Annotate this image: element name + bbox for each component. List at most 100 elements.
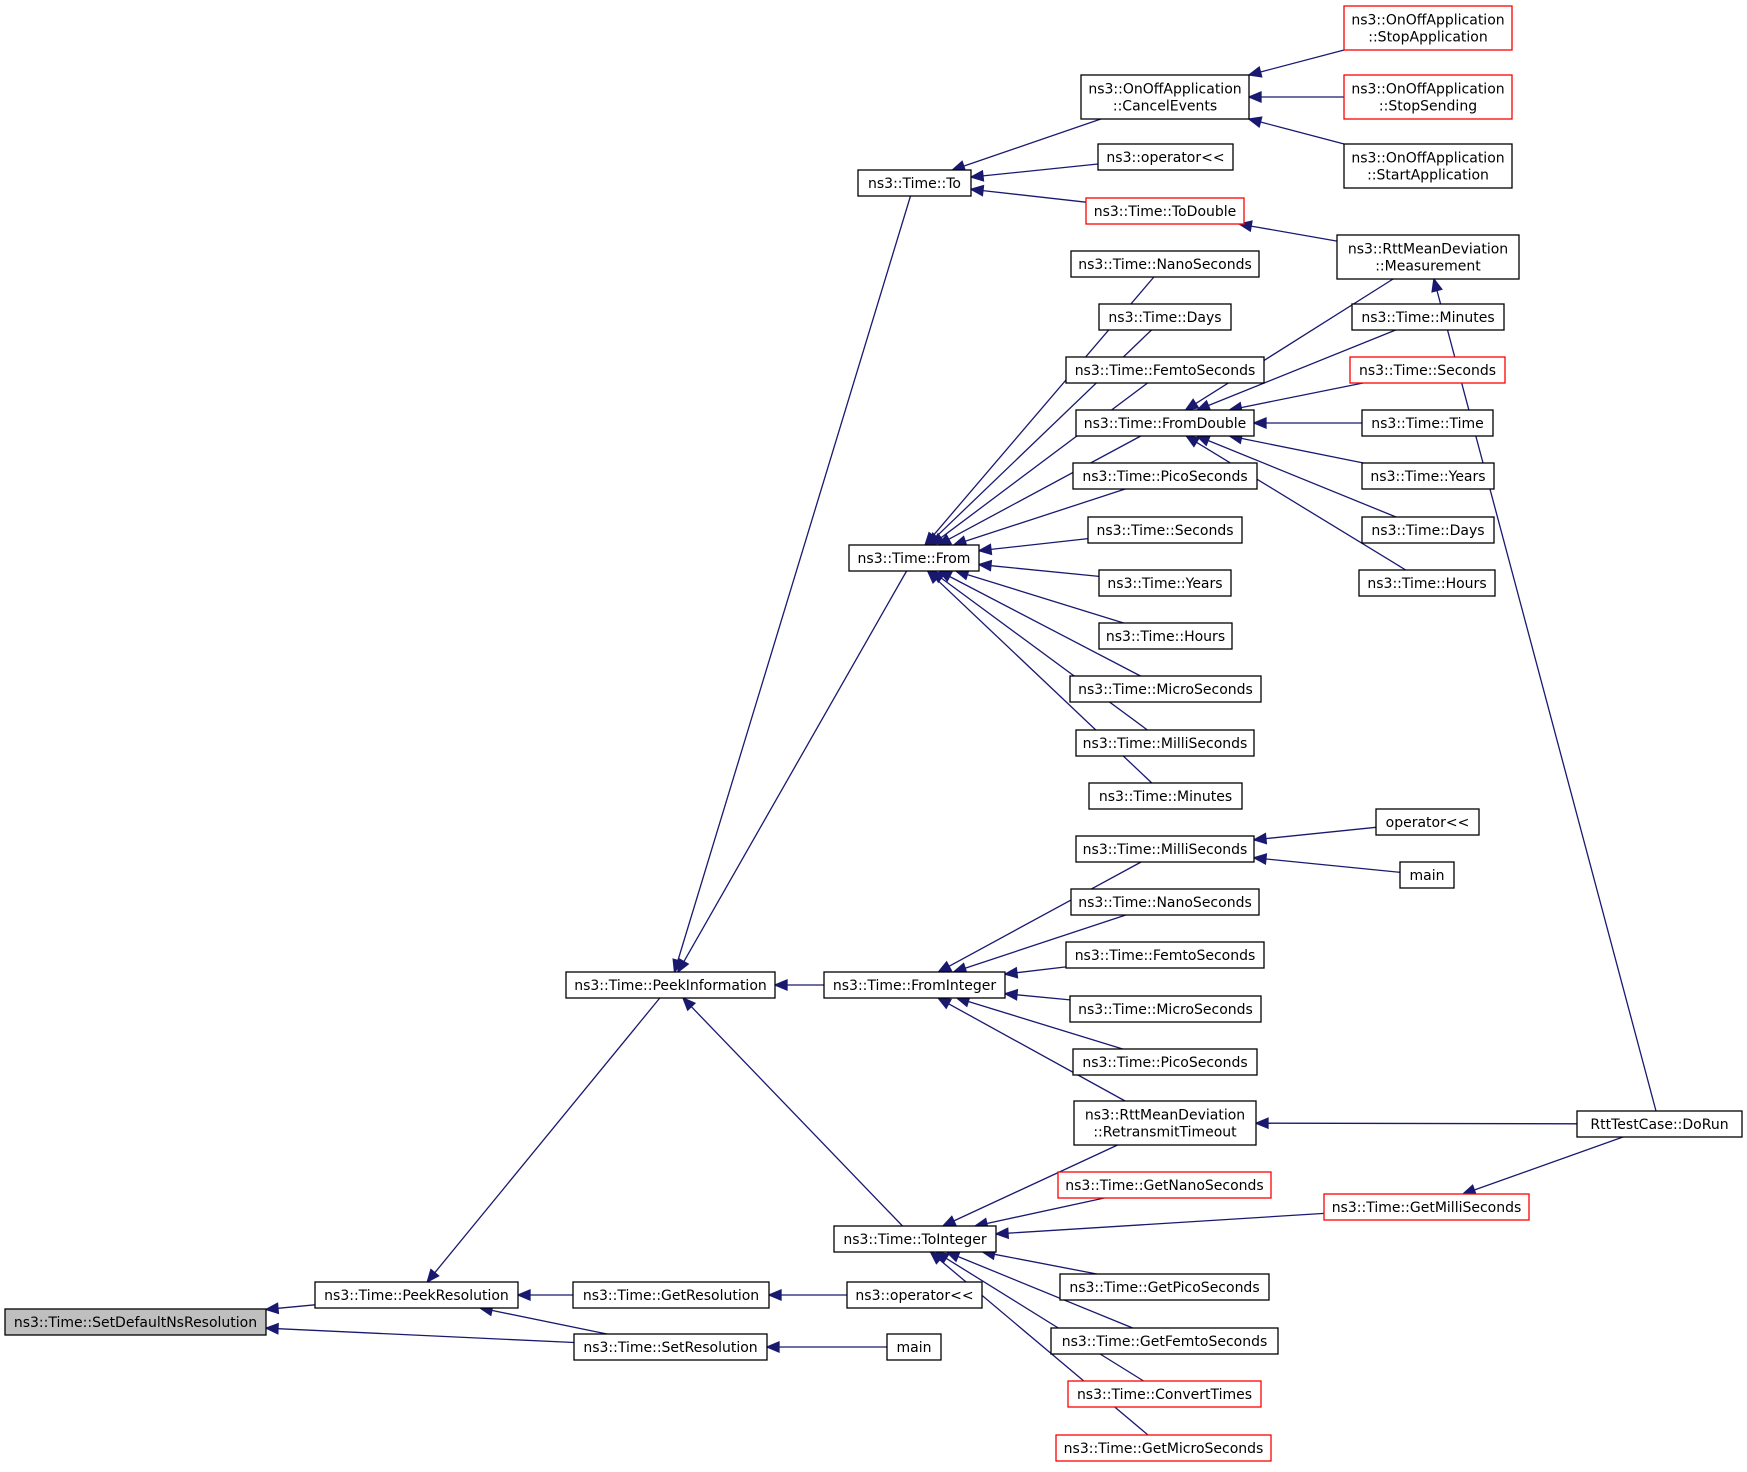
edge-toDouble-to-timeTo <box>969 184 1087 203</box>
arrowhead <box>977 543 993 556</box>
edge-setRes-to-peekRes <box>478 1304 608 1335</box>
node-box <box>1050 1327 1279 1355</box>
node-ns3-time-fromdouble[interactable]: ns3::Time::FromDouble <box>1075 409 1255 437</box>
edge-dSec-to-fromDouble <box>1227 382 1364 414</box>
node-label: ns3::RttMeanDeviation <box>1348 242 1508 258</box>
node-ns3-time-getfemtoseconds[interactable]: ns3::Time::GetFemtoSeconds <box>1050 1327 1279 1355</box>
node-label: ns3::Time::FemtoSeconds <box>1075 363 1256 379</box>
node-ns3-time-microseconds[interactable]: ns3::Time::MicroSeconds <box>1069 995 1262 1023</box>
node-ns3-time-femtoseconds[interactable]: ns3::Time::FemtoSeconds <box>1065 941 1265 969</box>
edge-peekInfo-to-peekRes <box>426 997 661 1284</box>
node-label: ::StopSending <box>1379 99 1477 115</box>
node-label: ns3::Time::GetPicoSeconds <box>1069 1280 1259 1296</box>
node-ns3-time-getresolution[interactable]: ns3::Time::GetResolution <box>572 1281 770 1309</box>
node-ns3-time-picoseconds[interactable]: ns3::Time::PicoSeconds <box>1072 462 1258 490</box>
arrowhead <box>1252 417 1267 429</box>
node-label: ns3::Time::SetResolution <box>583 1340 757 1356</box>
node-ns3-time-from[interactable]: ns3::Time::From <box>848 544 980 572</box>
node-ns3-time-milliseconds[interactable]: ns3::Time::MilliSeconds <box>1075 729 1255 757</box>
node-ns3-time-nanoseconds[interactable]: ns3::Time::NanoSeconds <box>1070 888 1260 916</box>
arrowhead <box>1247 91 1262 103</box>
edge-toInt-to-peekInfo <box>681 996 903 1227</box>
node-ns3-time-hours[interactable]: ns3::Time::Hours <box>1098 622 1233 650</box>
node-ns3-onoffapplication-startapplication[interactable]: ns3::OnOffApplication::StartApplication <box>1343 143 1513 189</box>
node-box <box>1098 622 1233 650</box>
node-label: ns3::Time::ConvertTimes <box>1077 1387 1252 1403</box>
node-ns3-time-peekinformation[interactable]: ns3::Time::PeekInformation <box>565 971 776 999</box>
node-ns3-time-seconds[interactable]: ns3::Time::Seconds <box>1349 356 1506 384</box>
node-label: main <box>1410 868 1445 884</box>
node-box <box>1088 782 1243 810</box>
node-ns3-time-minutes[interactable]: ns3::Time::Minutes <box>1351 303 1505 331</box>
node-ns3-rttmeandeviation-measurement[interactable]: ns3::RttMeanDeviation::Measurement <box>1336 234 1520 280</box>
node-ns3-time-to[interactable]: ns3::Time::To <box>857 169 972 197</box>
edge-dYears-to-fromDouble <box>1227 432 1364 464</box>
node-ns3-time-seconds[interactable]: ns3::Time::Seconds <box>1087 516 1243 544</box>
node-main[interactable]: main <box>1399 861 1455 889</box>
node-ns3-time-minutes[interactable]: ns3::Time::Minutes <box>1088 782 1243 810</box>
node-ns3-time-femtoseconds[interactable]: ns3::Time::FemtoSeconds <box>1065 356 1265 384</box>
node-box <box>1323 1193 1530 1221</box>
nodes-layer: ns3::Time::SetDefaultNsResolutionns3::Ti… <box>4 5 1743 1462</box>
edges-layer <box>264 49 1657 1436</box>
node-box <box>1361 516 1495 544</box>
node-ns3-time-getmicroseconds[interactable]: ns3::Time::GetMicroSeconds <box>1055 1434 1272 1462</box>
arrowhead <box>767 1289 782 1301</box>
node-ns3-time-milliseconds[interactable]: ns3::Time::MilliSeconds <box>1075 835 1255 863</box>
node-label: ns3::Time::MicroSeconds <box>1078 1002 1253 1018</box>
node-ns3-time-time[interactable]: ns3::Time::Time <box>1361 409 1494 437</box>
node-ns3-time-setdefaultnsresolution[interactable]: ns3::Time::SetDefaultNsResolution <box>4 1308 267 1336</box>
arrowhead <box>1461 1184 1477 1196</box>
node-box <box>857 169 972 197</box>
arrowhead <box>969 169 985 182</box>
arrowhead <box>264 1302 280 1315</box>
arrowhead <box>969 184 985 197</box>
node-ns3-time-hours[interactable]: ns3::Time::Hours <box>1358 569 1496 597</box>
node-rtttestcase-dorun[interactable]: RttTestCase::DoRun <box>1576 1110 1743 1138</box>
node-ns3-operator[interactable]: ns3::operator<< <box>846 1281 983 1309</box>
node-box <box>314 1281 519 1309</box>
arrowhead <box>1252 832 1268 845</box>
node-ns3-rttmeandeviation-retransmittimeout[interactable]: ns3::RttMeanDeviation::RetransmitTimeout <box>1073 1100 1257 1146</box>
node-ns3-onoffapplication-cancelevents[interactable]: ns3::OnOffApplication::CancelEvents <box>1080 74 1250 120</box>
node-ns3-time-years[interactable]: ns3::Time::Years <box>1098 569 1232 597</box>
node-box <box>1343 74 1513 120</box>
node-label: ns3::operator<< <box>1106 150 1224 166</box>
node-ns3-time-microseconds[interactable]: ns3::Time::MicroSeconds <box>1069 675 1262 703</box>
node-box <box>1073 1100 1257 1146</box>
edge-setRes-to-setDefault <box>264 1322 575 1344</box>
edge-opTo-to-timeTo <box>969 163 1099 182</box>
node-label: ns3::Time::PeekInformation <box>574 978 767 994</box>
arrowhead <box>926 569 942 585</box>
node-ns3-operator[interactable]: ns3::operator<< <box>1097 143 1234 171</box>
node-main[interactable]: main <box>886 1333 942 1361</box>
node-ns3-time-getnanoseconds[interactable]: ns3::Time::GetNanoSeconds <box>1057 1171 1272 1199</box>
arrowhead <box>1003 966 1019 979</box>
node-operator[interactable]: operator<< <box>1375 808 1480 836</box>
node-ns3-time-tointeger[interactable]: ns3::Time::ToInteger <box>833 1225 997 1253</box>
node-ns3-time-nanoseconds[interactable]: ns3::Time::NanoSeconds <box>1070 250 1260 278</box>
node-ns3-onoffapplication-stopsending[interactable]: ns3::OnOffApplication::StopSending <box>1343 74 1513 120</box>
node-ns3-time-getmilliseconds[interactable]: ns3::Time::GetMilliSeconds <box>1323 1193 1530 1221</box>
node-ns3-time-years[interactable]: ns3::Time::Years <box>1361 462 1495 490</box>
node-box <box>848 544 980 572</box>
node-ns3-time-getpicoseconds[interactable]: ns3::Time::GetPicoSeconds <box>1059 1273 1270 1301</box>
arrowhead <box>1195 399 1212 411</box>
node-ns3-time-setresolution[interactable]: ns3::Time::SetResolution <box>573 1333 768 1361</box>
arrowhead <box>1247 65 1263 78</box>
node-ns3-time-days[interactable]: ns3::Time::Days <box>1098 303 1232 331</box>
node-ns3-time-frominteger[interactable]: ns3::Time::FromInteger <box>823 971 1006 999</box>
node-box <box>1069 675 1262 703</box>
node-label: ns3::Time::PicoSeconds <box>1082 1055 1247 1071</box>
node-label: ns3::Time::Days <box>1371 523 1484 539</box>
node-ns3-time-picoseconds[interactable]: ns3::Time::PicoSeconds <box>1072 1048 1258 1076</box>
node-ns3-time-peekresolution[interactable]: ns3::Time::PeekResolution <box>314 1281 519 1309</box>
node-ns3-time-converttimes[interactable]: ns3::Time::ConvertTimes <box>1067 1380 1262 1408</box>
node-ns3-onoffapplication-stopapplication[interactable]: ns3::OnOffApplication::StopApplication <box>1343 5 1513 51</box>
node-box <box>1069 995 1262 1023</box>
node-ns3-time-todouble[interactable]: ns3::Time::ToDouble <box>1085 197 1245 225</box>
arrowhead <box>936 533 953 546</box>
node-label: ::Measurement <box>1375 259 1481 275</box>
node-ns3-time-days[interactable]: ns3::Time::Days <box>1361 516 1495 544</box>
node-label: ns3::OnOffApplication <box>1351 82 1504 98</box>
